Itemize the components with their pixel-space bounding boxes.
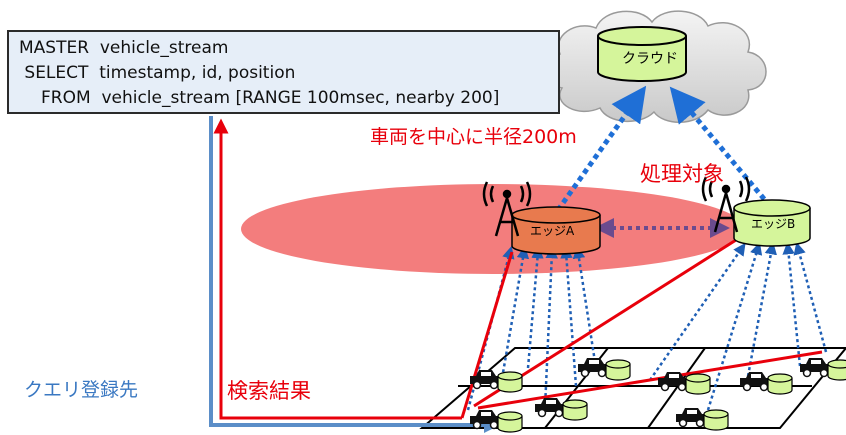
car-icon — [740, 372, 770, 392]
query-box: MASTER vehicle_stream SELECT timestamp, … — [7, 30, 560, 114]
edge-a-to-cloud-arrow — [555, 85, 647, 212]
vehicles-group — [470, 358, 846, 433]
car-icon — [470, 370, 500, 390]
cloud-label: クラウド — [622, 51, 678, 67]
car-icon — [535, 398, 565, 418]
vehicle-cylinder-icon — [767, 373, 793, 395]
car-upload-arrows — [466, 241, 828, 411]
vehicle-cylinder-icon — [562, 399, 588, 421]
query-from-text: FROM vehicle_stream [RANGE 100msec, — [41, 88, 396, 108]
query-line-select: SELECT timestamp, id, position — [19, 63, 296, 83]
cloud-cylinder-icon — [597, 26, 687, 82]
car-icon — [676, 408, 706, 428]
vehicle-cylinder-icon — [497, 371, 523, 393]
query-line-master: MASTER vehicle_stream — [19, 38, 229, 58]
vehicle-cylinder-icon — [497, 411, 523, 433]
edge-a-label: エッジA — [530, 224, 575, 238]
register-annotation: クエリ登録先 — [24, 379, 139, 401]
query-nearby-text: nearby 200 — [395, 88, 493, 108]
result-annotation: 検索結果 — [227, 379, 311, 403]
processing-area-ellipse — [241, 184, 745, 274]
vehicle-cylinder-icon — [827, 359, 846, 381]
vehicle-cylinder-icon — [703, 409, 729, 431]
query-bracket-close: ] — [492, 88, 500, 108]
car-icon — [800, 358, 830, 378]
antenna-a-icon — [482, 181, 532, 237]
car-icon — [470, 410, 500, 430]
edge-b-cylinder-icon — [733, 199, 811, 247]
target-annotation: 処理対象 — [640, 162, 724, 186]
antenna-b-icon — [701, 176, 751, 233]
vehicle-cylinder-icon — [605, 359, 631, 381]
query-line-from: FROM vehicle_stream [RANGE 100msec, near… — [41, 88, 499, 108]
edge-a-cylinder-icon — [511, 206, 601, 255]
query-register-arrow — [209, 116, 500, 433]
car-icon — [578, 358, 608, 378]
edge-b-label: エッジB — [751, 217, 796, 231]
radius-annotation: 車両を中心に半径200m — [370, 126, 577, 148]
car-icon — [658, 372, 688, 392]
search-result-arrow — [213, 118, 462, 420]
vehicle-cylinder-icon — [685, 373, 711, 395]
